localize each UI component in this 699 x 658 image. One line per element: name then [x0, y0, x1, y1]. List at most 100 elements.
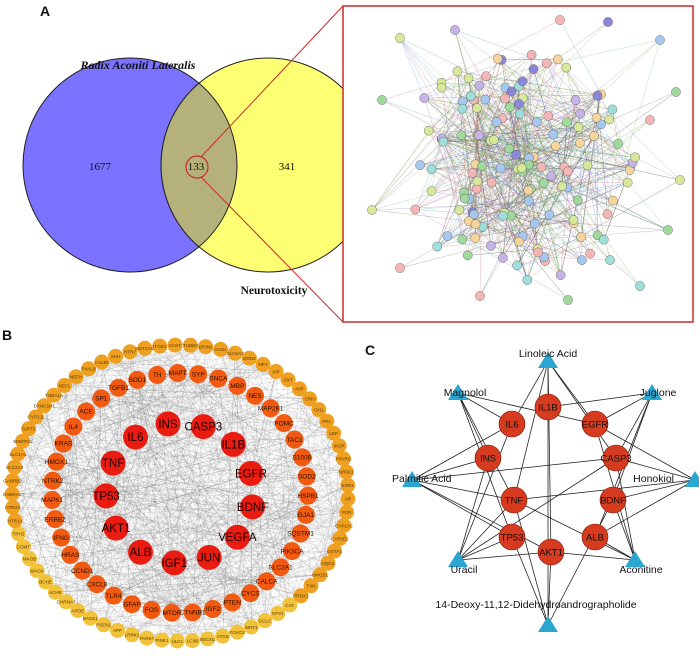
network-edge [146, 604, 290, 639]
network-edge [52, 422, 285, 481]
hub-node-label: ALB [130, 547, 152, 559]
network-edge [54, 345, 191, 520]
middle-node-label: CALCA [256, 579, 278, 586]
network-edge [101, 361, 163, 641]
middle-node [64, 417, 83, 436]
ppi-edge [399, 37, 478, 109]
network-edge [18, 420, 327, 534]
network-edge [144, 348, 252, 628]
network-edge [86, 371, 277, 412]
ppi-edge [431, 59, 559, 170]
ppi-node [538, 178, 549, 188]
network-edge [174, 374, 199, 563]
outer-node [241, 350, 257, 366]
ppi-node [472, 103, 482, 113]
outer-node [15, 433, 31, 449]
compound-target-edge [457, 423, 513, 561]
network-edge [115, 372, 178, 529]
outer-node [293, 588, 309, 604]
network-edge [115, 528, 178, 642]
network-edge [18, 458, 344, 534]
network-edge [118, 387, 344, 459]
outer-node-label: GCLC [259, 619, 272, 624]
hub-node [196, 544, 222, 570]
compound-target-edge [411, 423, 513, 481]
ppi-edge [516, 127, 579, 266]
middle-node-label: PIK3CA [280, 548, 304, 555]
ppi-edge [431, 188, 477, 192]
network-edge [118, 372, 178, 388]
ppi-edge [503, 213, 608, 217]
ppi-edge [454, 29, 474, 100]
network-edge [52, 480, 208, 640]
outer-node-label: LC3B [187, 638, 199, 643]
network-edge [52, 499, 141, 553]
ppi-edge [518, 103, 628, 183]
network-edge [146, 585, 312, 639]
network-edge [64, 385, 67, 602]
network-edge [283, 423, 293, 552]
outer-node [11, 526, 26, 542]
network-edge [262, 364, 344, 459]
network-edge [36, 499, 53, 571]
network-edge [250, 371, 277, 474]
ppi-edge [437, 224, 476, 247]
network-edge [208, 557, 278, 614]
hub-node-label: IL1B [221, 439, 245, 451]
ppi-edge [497, 58, 619, 145]
middle-node [275, 414, 293, 433]
zoom-line-top [200, 5, 344, 158]
middle-node [168, 364, 187, 382]
network-edge [198, 374, 238, 538]
middle-node-label: SQSTM1 [287, 531, 314, 538]
outer-node [200, 631, 216, 647]
middle-node-label: SLC2A1 [268, 564, 293, 571]
network-edge [86, 411, 309, 496]
network-edge [175, 344, 221, 350]
ppi-edge [477, 135, 480, 182]
network-edge [85, 411, 193, 613]
network-edge [17, 453, 335, 552]
ppi-edge [462, 101, 641, 287]
ppi-edge [399, 37, 478, 182]
compound-target-edge [513, 360, 549, 501]
ppi-edge [561, 122, 568, 187]
hub-node-label: TP53 [92, 491, 120, 503]
network-edge [113, 420, 327, 596]
middle-node-label: ERBB2 [44, 516, 66, 523]
network-edge [177, 372, 295, 440]
network-edge [88, 368, 301, 534]
network-edge [113, 409, 319, 596]
middle-node-label: SNCA [209, 376, 228, 383]
middle-node-label: NTRK2 [42, 478, 64, 485]
network-edge [64, 385, 302, 596]
hub-node [238, 460, 264, 486]
middle-node-label: CXCL8 [86, 581, 107, 588]
outer-node-label: APOE [71, 608, 84, 613]
ppi-edge [424, 97, 460, 211]
target-node [599, 486, 627, 514]
network-edge [131, 581, 267, 605]
outer-node [110, 622, 126, 638]
network-edge [118, 387, 295, 440]
ppi-node [498, 211, 509, 221]
network-edge [157, 374, 347, 473]
outer-node-label: SHH [111, 354, 121, 359]
outer-node [311, 402, 327, 418]
network-edge [117, 562, 175, 631]
network-edge [174, 457, 303, 563]
outer-node-label: MAOA [30, 569, 44, 574]
outer-node-label: SLC2A3 [6, 465, 24, 470]
network-edge [137, 379, 173, 613]
network-edge [157, 374, 175, 563]
ppi-edge [593, 136, 614, 201]
network-edge [55, 514, 306, 520]
network-edge [23, 512, 347, 547]
ppi-edge [472, 109, 613, 174]
ppi-node [522, 275, 533, 285]
ppi-edge [612, 109, 630, 171]
network-edge [250, 473, 301, 534]
network-edge [222, 353, 236, 637]
network-edge [11, 493, 173, 613]
ppi-node [500, 93, 510, 104]
